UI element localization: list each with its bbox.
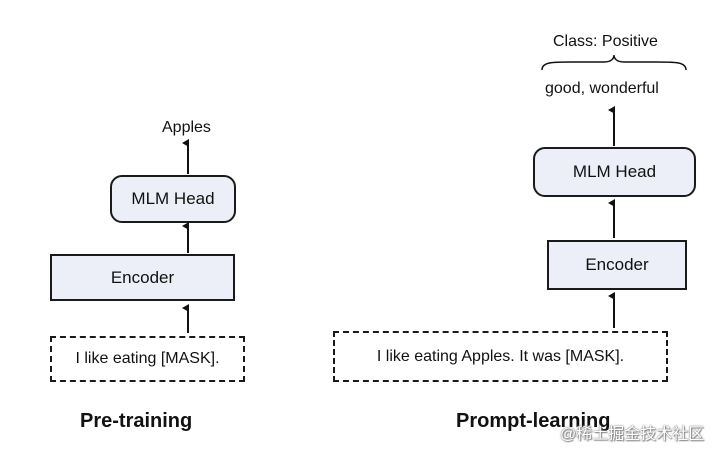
pretraining-output-label: Apples [162,119,211,136]
prompt-mlm-head-box: MLM Head [533,147,696,197]
pretraining-caption: Pre-training [80,410,193,432]
brace [541,54,687,71]
prompt-output-label: good, wonderful [545,80,659,97]
pretraining-mlm-head-box: MLM Head [110,175,236,223]
pretraining-encoder-box: Encoder [50,254,235,301]
prompt-encoder-box: Encoder [547,240,687,290]
prompt-input-box: I like eating Apples. It was [MASK]. [333,331,668,382]
prompt-caption: Prompt-learning [456,410,611,432]
pretraining-input-box: I like eating [MASK]. [50,336,245,382]
watermark: @稀土掘金技术社区 [560,426,705,443]
class-label: Class: Positive [553,33,658,50]
